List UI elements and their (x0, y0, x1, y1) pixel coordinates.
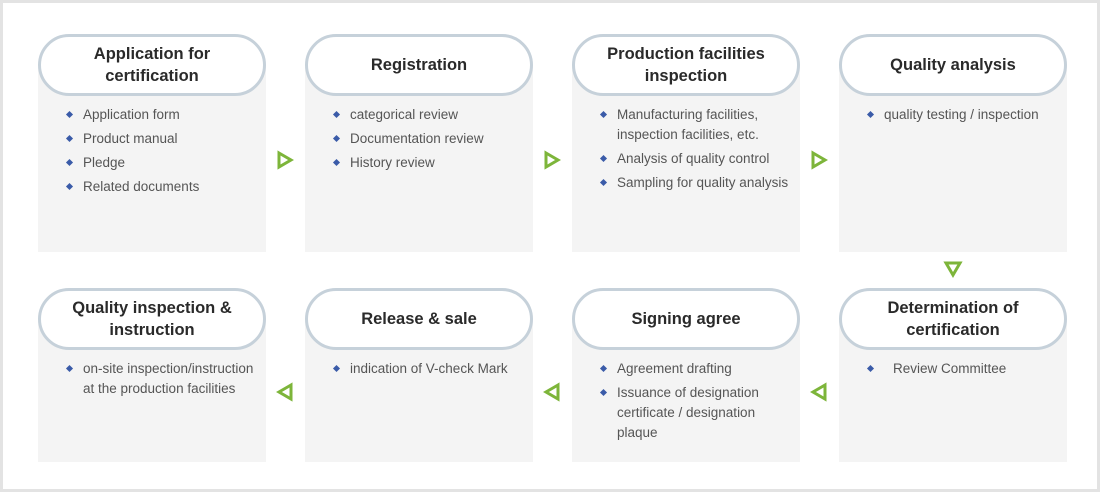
bullet-icon (599, 154, 608, 163)
step-title: Production facilities inspection (572, 34, 800, 96)
step-title: Registration (305, 34, 533, 96)
bullet-icon (65, 364, 74, 373)
step-title: Release & sale (305, 288, 533, 350)
list-item: History review (332, 153, 523, 173)
list-item: Documentation review (332, 129, 523, 149)
step-items: on-site inspection/instruction at the pr… (65, 359, 256, 403)
list-item: on-site inspection/instruction at the pr… (65, 359, 256, 399)
step-determination: Determination of certification Review Co… (839, 288, 1067, 462)
step-items: Application form Product manual Pledge R… (65, 105, 256, 201)
list-item: Application form (65, 105, 256, 125)
list-item: Pledge (65, 153, 256, 173)
arrow-left-icon (543, 382, 560, 402)
list-item: Issuance of designation certificate / de… (599, 383, 790, 443)
arrow-right-icon (277, 150, 294, 170)
step-title-text: Application for certification (93, 45, 211, 85)
step-registration: Registration categorical review Document… (305, 34, 533, 252)
step-title-text: Signing agree (631, 310, 741, 328)
arrow-right-icon (544, 150, 561, 170)
step-items: quality testing / inspection (866, 105, 1057, 129)
step-title: Quality inspection & instruction (38, 288, 266, 350)
step-panel (38, 65, 266, 252)
bullet-icon (332, 110, 341, 119)
arrow-left-icon (276, 382, 293, 402)
list-item: quality testing / inspection (866, 105, 1057, 125)
arrow-down-icon (943, 261, 963, 278)
list-item: Review Committee (866, 359, 1057, 379)
bullet-icon (866, 110, 875, 119)
bullet-icon (332, 158, 341, 167)
step-panel (572, 65, 800, 252)
list-item: categorical review (332, 105, 523, 125)
step-application: Application for certification Applicatio… (38, 34, 266, 252)
step-release-sale: Release & sale indication of V-check Mar… (305, 288, 533, 462)
bullet-icon (332, 364, 341, 373)
bullet-icon (65, 158, 74, 167)
step-quality-inspection: Quality inspection & instruction on-site… (38, 288, 266, 462)
step-items: Review Committee (866, 359, 1057, 383)
list-item: Agreement drafting (599, 359, 790, 379)
step-items: Manufacturing facilities, inspection fac… (599, 105, 790, 197)
step-items: indication of V-check Mark (332, 359, 523, 383)
list-item: Product manual (65, 129, 256, 149)
list-item: Manufacturing facilities, inspection fac… (599, 105, 790, 145)
bullet-icon (65, 134, 74, 143)
step-panel (305, 65, 533, 252)
step-title-text: Production facilities inspection (607, 45, 765, 85)
step-title-text: Determination of certification (887, 299, 1019, 339)
bullet-icon (866, 364, 875, 373)
bullet-icon (332, 134, 341, 143)
list-item: indication of V-check Mark (332, 359, 523, 379)
step-title-text: Quality inspection & instruction (72, 299, 232, 339)
step-title: Signing agree (572, 288, 800, 350)
list-item: Analysis of quality control (599, 149, 790, 169)
step-quality-analysis: Quality analysis quality testing / inspe… (839, 34, 1067, 252)
step-title: Determination of certification (839, 288, 1067, 350)
step-production-inspection: Production facilities inspection Manufac… (572, 34, 800, 252)
bullet-icon (599, 110, 608, 119)
bullet-icon (65, 110, 74, 119)
step-signing-agree: Signing agree Agreement drafting Issuanc… (572, 288, 800, 462)
step-title: Quality analysis (839, 34, 1067, 96)
step-items: Agreement drafting Issuance of designati… (599, 359, 790, 447)
bullet-icon (599, 388, 608, 397)
arrow-left-icon (810, 382, 827, 402)
list-item: Sampling for quality analysis (599, 173, 790, 193)
step-title-text: Registration (370, 56, 468, 74)
bullet-icon (599, 178, 608, 187)
list-item: Related documents (65, 177, 256, 197)
step-title-text: Quality analysis (890, 56, 1016, 74)
step-title: Application for certification (38, 34, 266, 96)
step-items: categorical review Documentation review … (332, 105, 523, 177)
bullet-icon (65, 182, 74, 191)
step-panel (839, 65, 1067, 252)
step-title-text: Release & sale (361, 310, 477, 328)
bullet-icon (599, 364, 608, 373)
arrow-right-icon (811, 150, 828, 170)
